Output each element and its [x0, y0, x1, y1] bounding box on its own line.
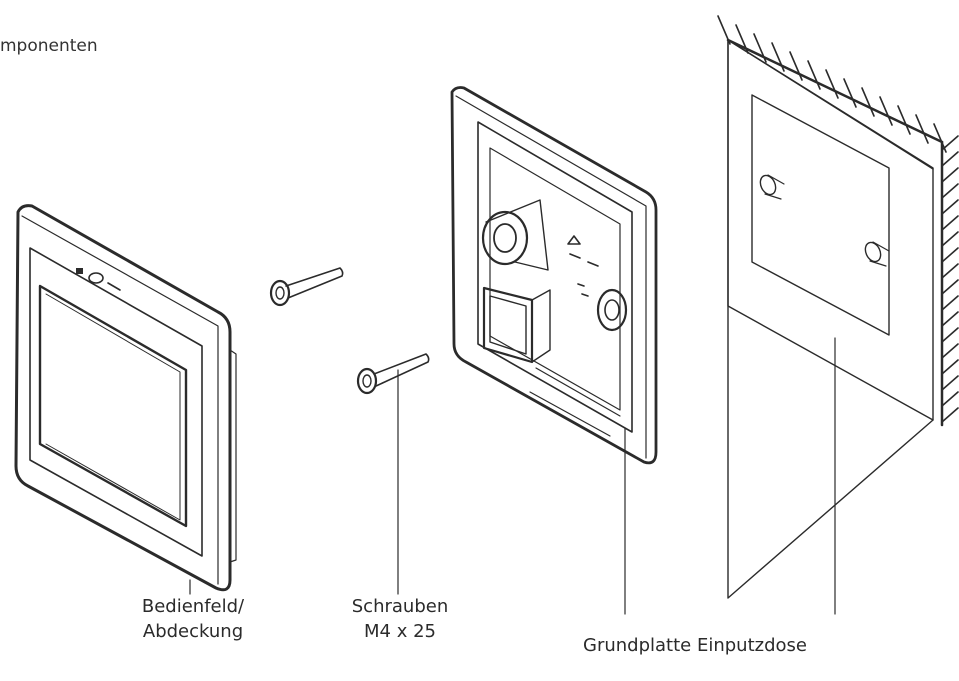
label-screws-line1: Schrauben: [351, 596, 449, 617]
label-control-panel-line2: Abdeckung: [142, 621, 244, 642]
label-screws: Schrauben M4 x 25: [325, 594, 475, 644]
diagram-title: mponenten: [0, 36, 98, 56]
control-panel-drawing: [14, 204, 237, 592]
label-screws-line2: M4 x 25: [364, 621, 436, 642]
flush-box-drawing: [727, 39, 934, 599]
label-control-panel-line1: Bedienfeld/: [141, 596, 245, 617]
wall-hatching: [717, 15, 959, 427]
leader-lines: [189, 337, 836, 615]
screw-drawing: [269, 267, 430, 395]
label-control-panel: Bedienfeld/ Abdeckung: [118, 594, 268, 644]
label-base-plate: Grundplatte Einputzdose: [583, 635, 807, 656]
base-plate-drawing: [450, 86, 658, 465]
